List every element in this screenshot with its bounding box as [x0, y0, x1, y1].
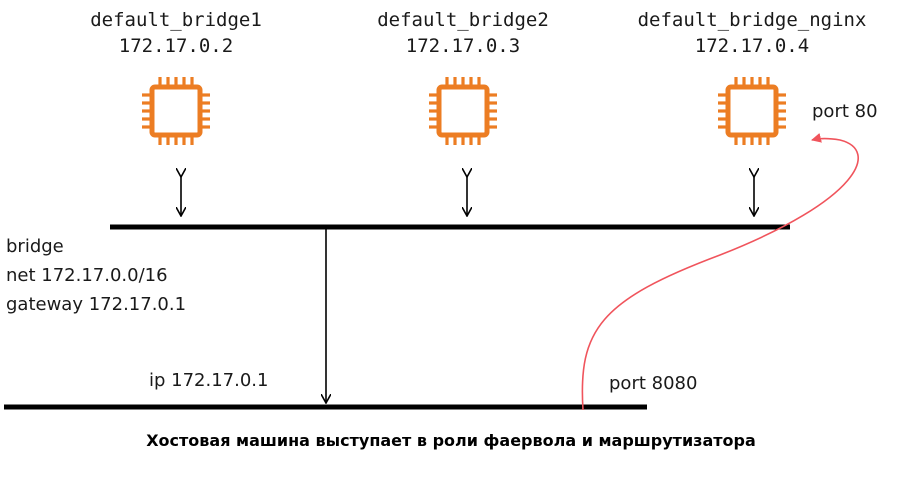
- container-2-name: default_bridge2: [377, 9, 549, 31]
- container-2-ip: 172.17.0.3: [406, 35, 520, 57]
- container-3-name: default_bridge_nginx: [638, 9, 867, 31]
- caption: Хостовая машина выступает в роли фаервол…: [146, 431, 756, 450]
- chip-icon: [142, 77, 210, 145]
- bridge-net: net 172.17.0.0/16: [6, 265, 168, 286]
- bridge-label: bridge: [6, 236, 64, 257]
- chip-icon: [718, 77, 786, 145]
- container-1-ip: 172.17.0.2: [119, 35, 233, 57]
- container-1-name: default_bridge1: [90, 9, 262, 31]
- host-ip: ip 172.17.0.1: [149, 370, 268, 391]
- host-port: port 8080: [609, 373, 697, 394]
- container-3-ip: 172.17.0.4: [695, 35, 809, 57]
- port-forward-arrow: [581, 132, 859, 411]
- bridge-gateway: gateway 172.17.0.1: [6, 294, 186, 315]
- chip-icon: [429, 77, 497, 145]
- container-port-label: port 80: [812, 101, 878, 122]
